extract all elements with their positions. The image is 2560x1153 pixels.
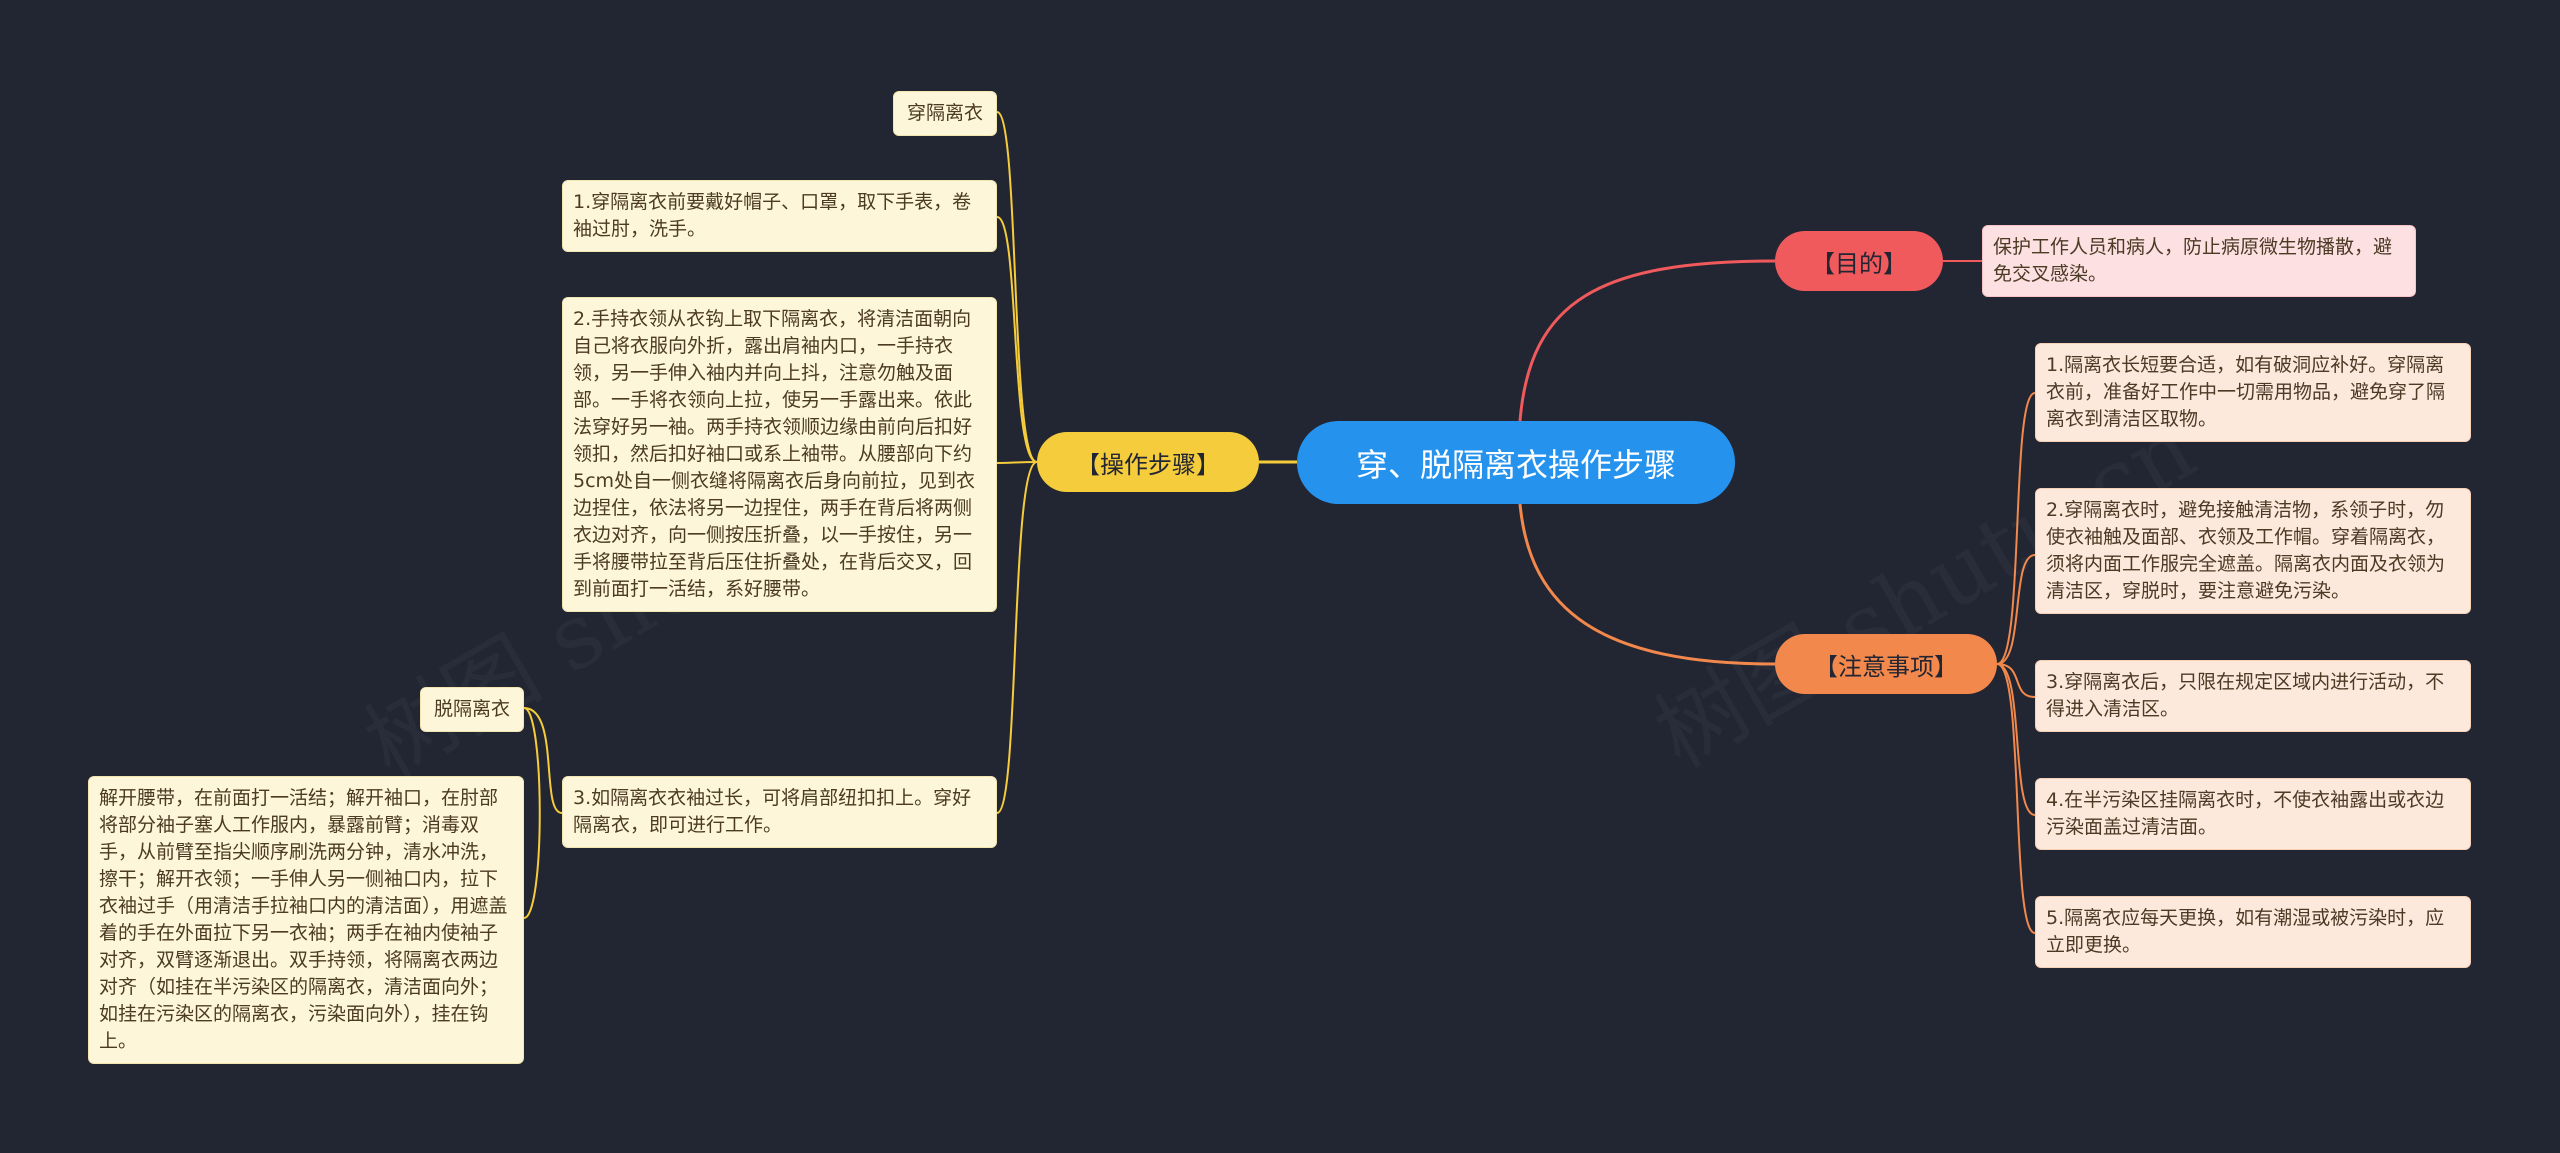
link-notes-3: [1996, 663, 2036, 698]
note-item-5[interactable]: 5.隔离衣应每天更换，如有潮湿或被污染时，应立即更换。: [2035, 896, 2471, 968]
link-step3-doff-label: [523, 707, 563, 814]
note-item-3[interactable]: 3.穿隔离衣后，只限在规定区域内进行活动，不得进入清洁区。: [2035, 660, 2471, 732]
root-title: 穿、脱隔离衣操作步骤: [1355, 445, 1676, 484]
step-3[interactable]: 3.如隔离衣衣袖过长，可将肩部纽扣扣上。穿好隔离衣，即可进行工作。: [562, 776, 997, 848]
branch-notes-label: 【注意事项】: [1814, 652, 1958, 681]
link-steps-1: [996, 216, 1038, 463]
link-root-notes: [1518, 503, 1776, 666]
note-item-4[interactable]: 4.在半污染区挂隔离衣时，不使衣袖露出或衣边污染面盖过清洁面。: [2035, 778, 2471, 850]
doff-text[interactable]: 解开腰带，在前面打一活结；解开袖口，在肘部将部分袖子塞人工作服内，暴露前臂；消毒…: [88, 776, 524, 1064]
link-steps-2: [996, 461, 1038, 464]
link-notes-2: [1996, 554, 2036, 665]
note-item-1[interactable]: 1.隔离衣长短要合适，如有破洞应补好。穿隔离衣前，准备好工作中一切需用物品，避免…: [2035, 343, 2471, 442]
link-doff-label-text: [523, 707, 541, 919]
doff-label[interactable]: 脱隔离衣: [420, 687, 524, 732]
purpose-text[interactable]: 保护工作人员和病人，防止病原微生物播散，避免交叉感染。: [1982, 225, 2416, 297]
branch-steps-label: 【操作步骤】: [1076, 450, 1220, 479]
branch-steps[interactable]: 【操作步骤】: [1037, 432, 1259, 492]
root-topic[interactable]: 穿、脱隔离衣操作步骤: [1297, 421, 1735, 504]
step-1[interactable]: 1.穿隔离衣前要戴好帽子、口罩，取下手表，卷袖过肘，洗手。: [562, 180, 997, 252]
branch-purpose-label: 【目的】: [1811, 249, 1907, 278]
branch-purpose[interactable]: 【目的】: [1775, 231, 1943, 291]
don-label[interactable]: 穿隔离衣: [893, 91, 997, 136]
link-notes-1: [1996, 392, 2036, 665]
branch-notes[interactable]: 【注意事项】: [1775, 634, 1997, 694]
note-item-2[interactable]: 2.穿隔离衣时，避免接触清洁物，系领子时，勿使衣袖触及面部、衣领及工作帽。穿着隔…: [2035, 488, 2471, 614]
link-notes-5: [1996, 663, 2036, 934]
step-2[interactable]: 2.手持衣领从衣钩上取下隔离衣，将清洁面朝向自己将衣服向外折，露出肩袖内口，一手…: [562, 297, 997, 612]
link-steps-don: [996, 111, 1038, 463]
link-steps-3: [996, 461, 1038, 814]
link-notes-4: [1996, 663, 2036, 816]
link-root-purpose: [1518, 259, 1776, 422]
